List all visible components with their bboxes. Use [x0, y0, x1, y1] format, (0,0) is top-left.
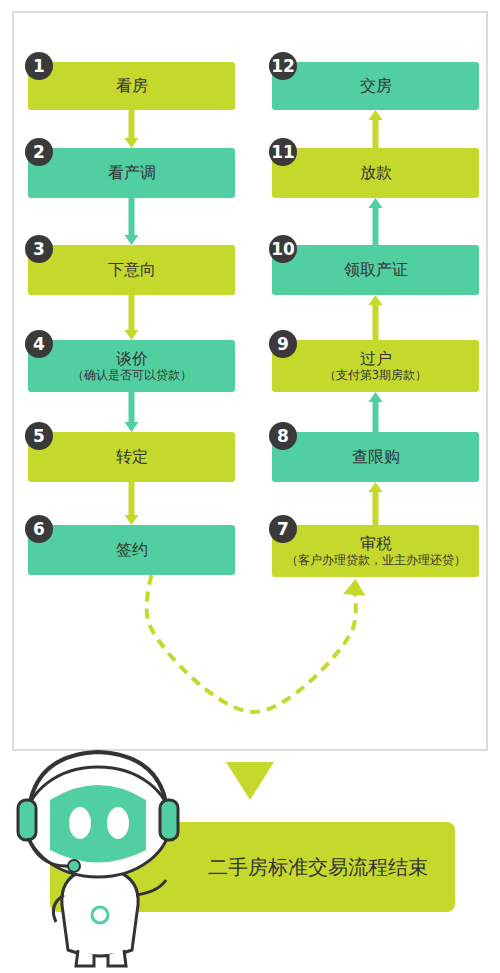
flow-connector: [125, 198, 139, 245]
arrow-head: [125, 515, 139, 525]
step-number: 8: [269, 422, 297, 450]
robot: [18, 752, 178, 966]
step-box: 4谈价（确认是否可以贷款）: [28, 340, 235, 392]
arrow-head: [369, 482, 383, 492]
step-box: 5转定: [28, 432, 235, 482]
arrow-head: [343, 579, 365, 596]
step-label: 交房: [360, 76, 392, 95]
step-box: 3下意向: [28, 245, 235, 295]
step-label: 过户: [360, 349, 392, 368]
arrow-head: [369, 392, 383, 402]
flow-connector: [125, 482, 139, 525]
step-box: 1看房: [28, 62, 235, 110]
step-number: 2: [25, 138, 53, 166]
flow-connector: [369, 392, 383, 432]
flow-connector: [125, 392, 139, 432]
step-label: 放款: [360, 163, 392, 182]
step-label: 审税: [360, 534, 392, 553]
step-label: 看产调: [108, 163, 156, 182]
connector-line: [129, 482, 135, 517]
connector-line: [129, 392, 135, 424]
step-label: 转定: [116, 447, 148, 466]
step-number: 3: [25, 235, 53, 263]
step-note: （支付第3期房款）: [324, 368, 427, 382]
step-box: 11放款: [272, 148, 479, 198]
step-label: 签约: [116, 540, 148, 559]
step-note: （确认是否可以贷款）: [72, 368, 192, 382]
step-note: （客户办理贷款，业主办理还贷）: [286, 553, 466, 567]
step-number: 10: [269, 235, 297, 263]
step-box: 10领取产证: [272, 245, 479, 295]
step-number: 12: [269, 52, 297, 80]
step-number: 5: [25, 422, 53, 450]
panel-frame: [13, 12, 487, 750]
arrow-head: [369, 110, 383, 120]
arrow-head: [125, 138, 139, 148]
connector-line: [129, 295, 135, 332]
step-label: 下意向: [108, 260, 156, 279]
step-box: 7审税（客户办理贷款，业主办理还贷）: [272, 525, 479, 577]
connector-line: [147, 575, 356, 712]
step-box: 2看产调: [28, 148, 235, 198]
arrow-head: [125, 422, 139, 432]
arrow-head: [369, 295, 383, 305]
step-box: 12交房: [272, 62, 479, 110]
end-label: 二手房标准交易流程结束: [78, 855, 428, 879]
step-number: 6: [25, 515, 53, 543]
flow-connector: [369, 295, 383, 340]
step-number: 11: [269, 138, 297, 166]
step-label: 领取产证: [344, 260, 408, 279]
connector-line: [373, 400, 379, 432]
step-label: 看房: [116, 76, 148, 95]
step-number: 7: [269, 515, 297, 543]
step-box: 6签约: [28, 525, 235, 575]
connector-line: [373, 490, 379, 525]
arrow-head: [125, 235, 139, 245]
step-label: 查限购: [352, 447, 400, 466]
flow-connector: [369, 198, 383, 245]
end-box: 二手房标准交易流程结束: [50, 822, 455, 912]
step-box: 9过户（支付第3期房款）: [272, 340, 479, 392]
flow-connector: [125, 110, 139, 148]
connector-line: [373, 206, 379, 245]
step-box: 8查限购: [272, 432, 479, 482]
flow-connector: [369, 482, 383, 525]
flow-connector: [369, 110, 383, 148]
connector-line: [373, 303, 379, 340]
arrow-head: [125, 330, 139, 340]
step-number: 4: [25, 330, 53, 358]
down-arrow: [226, 762, 274, 800]
connector-line: [373, 118, 379, 148]
connector-line: [129, 198, 135, 237]
arrow-head: [369, 198, 383, 208]
flow-connector: [147, 575, 366, 712]
flow-connector: [125, 295, 139, 340]
connector-line: [129, 110, 135, 140]
step-number: 1: [25, 52, 53, 80]
step-number: 9: [269, 330, 297, 358]
step-label: 谈价: [116, 349, 148, 368]
